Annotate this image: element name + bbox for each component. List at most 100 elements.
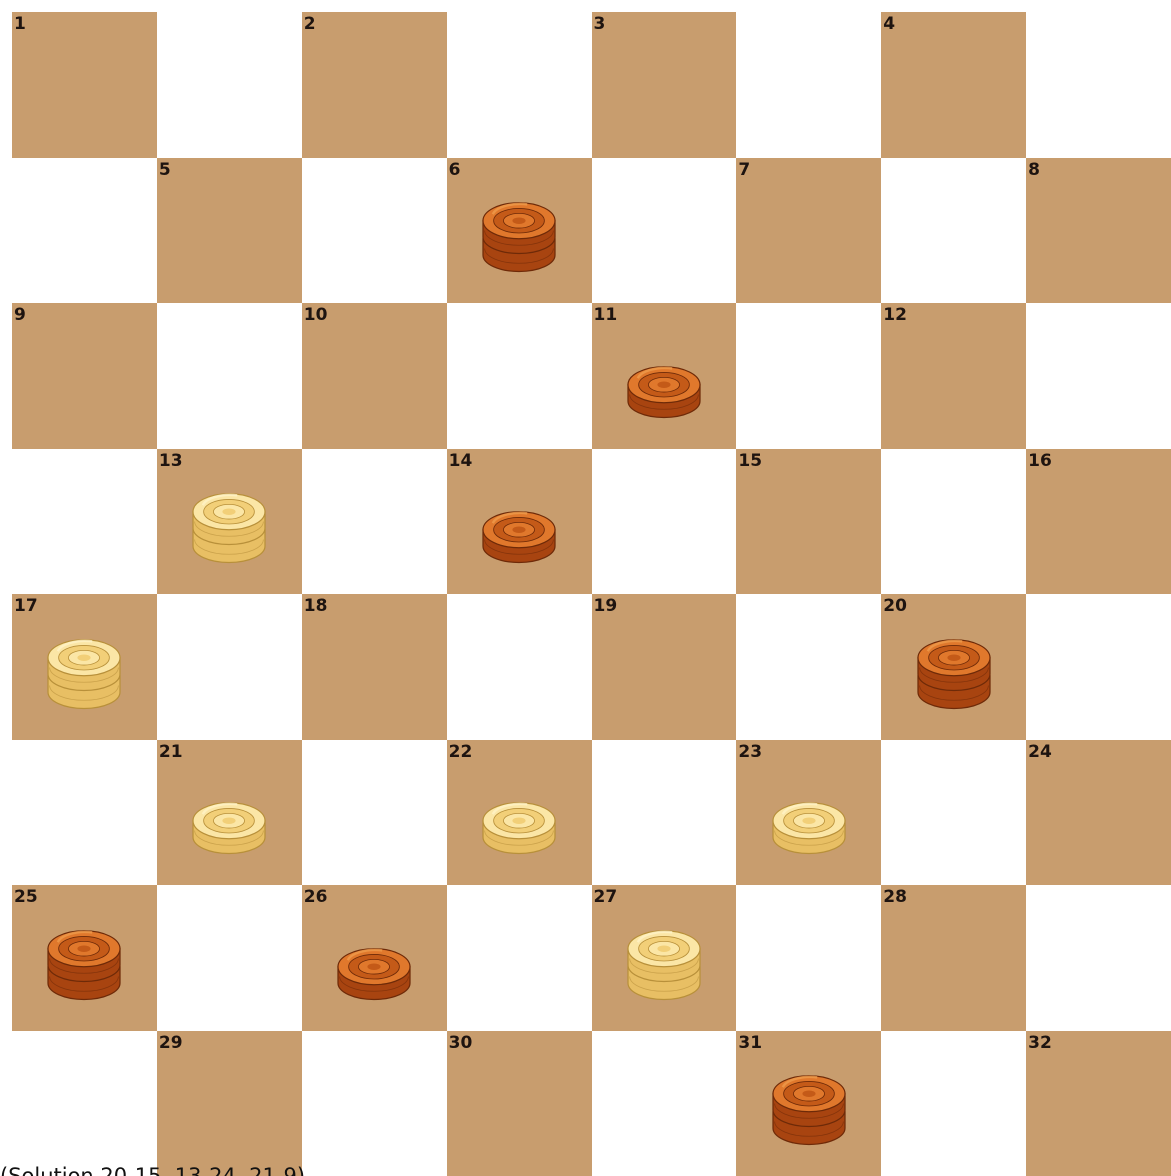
dark-king-piece-icon[interactable] xyxy=(43,916,125,1006)
square-number: 25 xyxy=(14,889,38,906)
square-number: 18 xyxy=(304,598,328,615)
square-4[interactable]: 4 xyxy=(881,12,1026,158)
light-square xyxy=(157,885,302,1031)
light-square xyxy=(12,158,157,304)
dark-man-piece-icon[interactable] xyxy=(623,334,705,424)
dark-man-piece-icon[interactable] xyxy=(333,916,415,1006)
square-number: 4 xyxy=(883,16,895,33)
light-square xyxy=(1026,594,1171,740)
square-7[interactable]: 7 xyxy=(736,158,881,304)
square-3[interactable]: 3 xyxy=(592,12,737,158)
square-15[interactable]: 15 xyxy=(736,449,881,595)
light-king-piece-icon[interactable] xyxy=(623,916,705,1006)
square-26[interactable]: 26 xyxy=(302,885,447,1031)
square-number: 7 xyxy=(738,162,750,179)
square-32[interactable]: 32 xyxy=(1026,1031,1171,1176)
light-square xyxy=(881,158,1026,304)
square-14[interactable]: 14 xyxy=(447,449,592,595)
square-12[interactable]: 12 xyxy=(881,303,1026,449)
solution-caption: (Solution 20-15, 13-24, 21-9) xyxy=(0,1163,305,1176)
square-22[interactable]: 22 xyxy=(447,740,592,886)
light-square xyxy=(881,1031,1026,1176)
square-17[interactable]: 17 xyxy=(12,594,157,740)
square-number: 30 xyxy=(449,1035,473,1052)
square-18[interactable]: 18 xyxy=(302,594,447,740)
light-square xyxy=(12,1031,157,1176)
light-square xyxy=(447,885,592,1031)
square-number: 10 xyxy=(304,307,328,324)
light-square xyxy=(447,12,592,158)
square-number: 9 xyxy=(14,307,26,324)
light-square xyxy=(1026,303,1171,449)
light-man-piece-icon[interactable] xyxy=(768,770,850,860)
square-13[interactable]: 13 xyxy=(157,449,302,595)
square-5[interactable]: 5 xyxy=(157,158,302,304)
light-square xyxy=(881,449,1026,595)
light-square xyxy=(12,740,157,886)
square-number: 1 xyxy=(14,16,26,33)
square-16[interactable]: 16 xyxy=(1026,449,1171,595)
square-number: 8 xyxy=(1028,162,1040,179)
square-19[interactable]: 19 xyxy=(592,594,737,740)
square-number: 3 xyxy=(594,16,606,33)
light-square xyxy=(157,303,302,449)
light-square xyxy=(592,158,737,304)
square-28[interactable]: 28 xyxy=(881,885,1026,1031)
light-square xyxy=(592,449,737,595)
square-number: 27 xyxy=(594,889,618,906)
square-number: 12 xyxy=(883,307,907,324)
square-31[interactable]: 31 xyxy=(736,1031,881,1176)
square-30[interactable]: 30 xyxy=(447,1031,592,1176)
square-11[interactable]: 11 xyxy=(592,303,737,449)
square-number: 31 xyxy=(738,1035,762,1052)
square-25[interactable]: 25 xyxy=(12,885,157,1031)
light-square xyxy=(157,12,302,158)
square-number: 15 xyxy=(738,453,762,470)
square-27[interactable]: 27 xyxy=(592,885,737,1031)
square-number: 16 xyxy=(1028,453,1052,470)
square-29[interactable]: 29 xyxy=(157,1031,302,1176)
square-23[interactable]: 23 xyxy=(736,740,881,886)
light-square xyxy=(736,303,881,449)
square-number: 21 xyxy=(159,744,183,761)
light-king-piece-icon[interactable] xyxy=(188,479,270,569)
light-square xyxy=(736,885,881,1031)
light-square xyxy=(302,1031,447,1176)
square-number: 28 xyxy=(883,889,907,906)
square-9[interactable]: 9 xyxy=(12,303,157,449)
light-square xyxy=(302,740,447,886)
dark-man-piece-icon[interactable] xyxy=(478,479,560,569)
light-square xyxy=(302,449,447,595)
light-man-piece-icon[interactable] xyxy=(478,770,560,860)
light-square xyxy=(592,1031,737,1176)
square-number: 2 xyxy=(304,16,316,33)
square-21[interactable]: 21 xyxy=(157,740,302,886)
dark-king-piece-icon[interactable] xyxy=(913,625,995,715)
light-square xyxy=(1026,885,1171,1031)
light-square xyxy=(1026,12,1171,158)
square-8[interactable]: 8 xyxy=(1026,158,1171,304)
square-20[interactable]: 20 xyxy=(881,594,1026,740)
dark-king-piece-icon[interactable] xyxy=(478,188,560,278)
square-6[interactable]: 6 xyxy=(447,158,592,304)
square-number: 17 xyxy=(14,598,38,615)
square-1[interactable]: 1 xyxy=(12,12,157,158)
square-number: 13 xyxy=(159,453,183,470)
square-2[interactable]: 2 xyxy=(302,12,447,158)
light-square xyxy=(12,449,157,595)
square-10[interactable]: 10 xyxy=(302,303,447,449)
square-number: 29 xyxy=(159,1035,183,1052)
light-king-piece-icon[interactable] xyxy=(43,625,125,715)
square-number: 5 xyxy=(159,162,171,179)
square-number: 20 xyxy=(883,598,907,615)
light-square xyxy=(736,12,881,158)
light-square xyxy=(736,594,881,740)
light-man-piece-icon[interactable] xyxy=(188,770,270,860)
square-number: 11 xyxy=(594,307,618,324)
light-square xyxy=(592,740,737,886)
square-24[interactable]: 24 xyxy=(1026,740,1171,886)
dark-king-piece-icon[interactable] xyxy=(768,1061,850,1151)
light-square xyxy=(447,303,592,449)
light-square xyxy=(302,158,447,304)
